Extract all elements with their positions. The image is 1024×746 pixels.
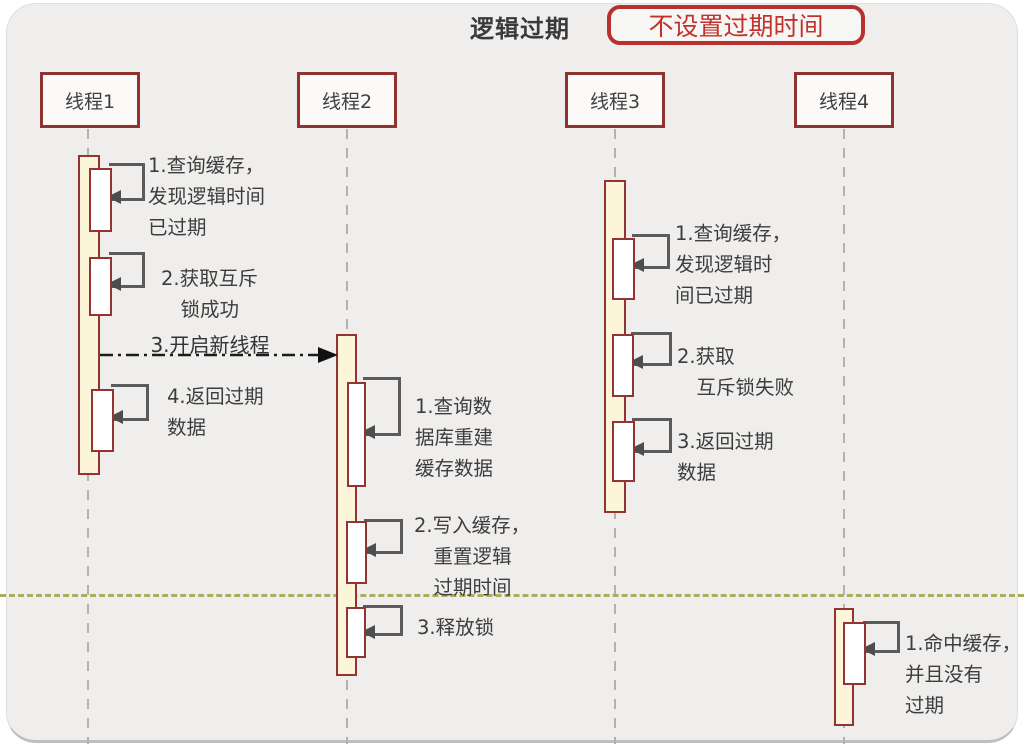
message-label-t2m2: 2.写入缓存， 重置逻辑 过期时间 bbox=[414, 514, 531, 599]
nested-bar-t2-1 bbox=[347, 382, 366, 487]
page-title: 逻辑过期 bbox=[470, 15, 570, 43]
nested-bar-t1-3 bbox=[91, 389, 114, 452]
message-label-t1m2: 2.获取互斥 锁成功 bbox=[161, 267, 258, 321]
nested-bar-t1-2 bbox=[89, 257, 112, 316]
message-label-t1m4: 4.返回过期 数据 bbox=[167, 385, 264, 439]
thread-header-2: 线程2 bbox=[297, 72, 397, 128]
message-label-t2m1: 1.查询数 据库重建 缓存数据 bbox=[415, 395, 494, 480]
note-badge: 不设置过期时间 bbox=[607, 5, 865, 45]
thread-header-4: 线程4 bbox=[794, 72, 894, 128]
self-message-arrow-t2m2 bbox=[362, 519, 403, 557]
thread-header-1-label: 线程1 bbox=[64, 90, 116, 113]
self-message-arrow-t2m3 bbox=[361, 605, 403, 639]
message-label-t3m3: 3.返回过期 数据 bbox=[677, 430, 774, 484]
nested-bar-t3-2 bbox=[612, 334, 634, 397]
new-thread-arrow bbox=[100, 347, 338, 363]
nested-bar-t2-2 bbox=[346, 521, 367, 584]
note-badge-label: 不设置过期时间 bbox=[648, 12, 824, 41]
thread-header-3-label: 线程3 bbox=[589, 90, 641, 113]
self-message-arrow-t4m1 bbox=[861, 621, 900, 656]
nested-bar-t3-3 bbox=[612, 421, 635, 482]
thread-header-3: 线程3 bbox=[565, 72, 665, 128]
message-label-t4m1: 1.命中缓存， 并且没有 过期 bbox=[905, 632, 1022, 717]
new-thread-arrow-label: 3.开启新线程 bbox=[150, 333, 270, 357]
self-message-arrow-t1m2 bbox=[107, 252, 145, 291]
message-label-t2m3: 3.释放锁 bbox=[417, 616, 495, 639]
self-message-arrow-t3m1 bbox=[630, 234, 670, 272]
self-message-arrow-t2m1 bbox=[361, 377, 401, 439]
lifeline-thread-4 bbox=[843, 129, 845, 744]
self-message-arrow-t3m2 bbox=[629, 332, 672, 369]
self-message-arrow-t3m3 bbox=[630, 418, 672, 456]
thread-header-4-label: 线程4 bbox=[818, 90, 870, 113]
time-divider-line bbox=[0, 594, 1024, 597]
thread-header-1: 线程1 bbox=[40, 72, 140, 128]
nested-bar-t2-3 bbox=[346, 607, 366, 658]
thread-header-2-label: 线程2 bbox=[321, 90, 373, 113]
message-label-t1m1: 1.查询缓存， 发现逻辑时间 已过期 bbox=[148, 154, 266, 239]
nested-bar-t4-1 bbox=[843, 622, 866, 685]
message-label-t3m2: 2.获取 互斥锁失败 bbox=[677, 345, 795, 399]
nested-bar-t3-1 bbox=[612, 238, 635, 300]
nested-bar-t1-1 bbox=[89, 168, 112, 232]
message-label-t3m1: 1.查询缓存， 发现逻辑时 间已过期 bbox=[675, 222, 792, 307]
self-message-arrow-t1m4 bbox=[109, 384, 149, 424]
self-message-arrow-t1m1 bbox=[107, 163, 145, 204]
